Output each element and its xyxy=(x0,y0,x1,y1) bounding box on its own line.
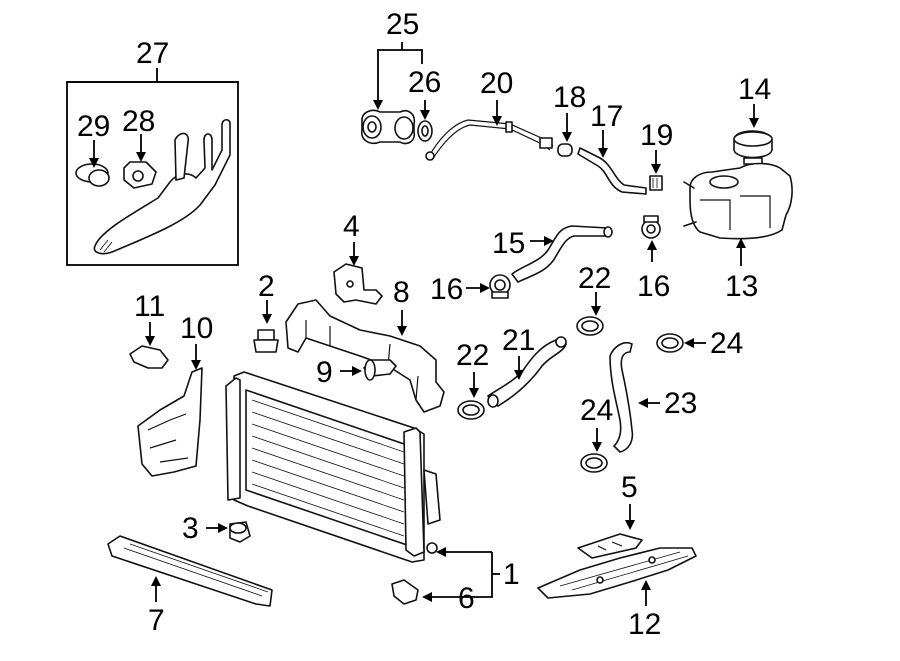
callout-2: 2 xyxy=(258,270,275,303)
part-18-clip xyxy=(557,143,573,157)
callout-8: 8 xyxy=(393,276,410,309)
part-1-radiator xyxy=(225,371,441,563)
callout-14: 14 xyxy=(738,73,771,106)
part-14-cap xyxy=(733,130,773,165)
callout-17: 17 xyxy=(590,100,623,133)
part-9-push-pin xyxy=(363,359,397,381)
callout-29: 29 xyxy=(77,110,110,143)
callout-11: 11 xyxy=(134,290,165,323)
part-21-hose xyxy=(487,336,567,408)
part-25-26-thermostat xyxy=(360,109,433,145)
part-22-clamp-a xyxy=(576,316,604,336)
part-28-outlet-pipe xyxy=(93,118,231,255)
callout-16b: 16 xyxy=(637,270,670,303)
callout-5: 5 xyxy=(621,471,638,504)
callout-21: 21 xyxy=(502,324,535,357)
part-13-reservoir xyxy=(683,162,793,240)
part-17-hose xyxy=(577,147,647,195)
callout-24a: 24 xyxy=(710,327,743,360)
part-16-clamp-b xyxy=(641,215,661,239)
part-20-bypass-pipe xyxy=(425,119,554,161)
callout-13: 13 xyxy=(725,270,758,303)
callout-28: 28 xyxy=(122,105,155,138)
callout-23: 23 xyxy=(664,387,697,420)
callout-9: 9 xyxy=(316,356,333,389)
part-24-clamp-a xyxy=(656,333,684,353)
part-10-deflector xyxy=(137,367,203,477)
callout-16a: 16 xyxy=(430,273,463,306)
callout-12: 12 xyxy=(628,608,661,641)
callout-7: 7 xyxy=(148,604,165,637)
part-6-sensor xyxy=(391,579,419,605)
part-7-lower-deflector xyxy=(107,535,273,607)
callout-22a: 22 xyxy=(578,262,611,295)
part-11-push-pin xyxy=(129,345,169,369)
part-29-plug xyxy=(75,163,110,187)
callout-4: 4 xyxy=(343,210,360,243)
part-8-baffle xyxy=(285,299,445,413)
callout-25: 25 xyxy=(386,8,419,41)
callout-20: 20 xyxy=(480,67,513,100)
callout-27: 27 xyxy=(136,37,169,70)
part-23-hose xyxy=(609,341,634,453)
part-22-clamp-b xyxy=(457,400,485,420)
callout-19: 19 xyxy=(640,119,673,152)
callout-6: 6 xyxy=(458,582,475,615)
part-4-bracket xyxy=(333,263,383,305)
inset-27: 27 29 28 xyxy=(66,37,239,266)
callout-3: 3 xyxy=(182,512,199,545)
part-16-clamp-a xyxy=(489,274,511,299)
callout-10: 10 xyxy=(180,312,213,345)
callout-18: 18 xyxy=(553,81,586,114)
part-5-bracket xyxy=(577,533,643,559)
callout-15: 15 xyxy=(492,227,525,260)
part-12-lower-shield xyxy=(537,547,697,599)
callout-22b: 22 xyxy=(456,339,489,372)
callout-1: 1 xyxy=(503,558,520,591)
part-3-bolt xyxy=(229,521,251,543)
part-19-clip xyxy=(649,175,663,191)
part-2-bolt xyxy=(253,329,279,353)
callout-24b: 24 xyxy=(580,394,613,427)
part-24-clamp-b xyxy=(580,453,608,473)
callout-26: 26 xyxy=(408,66,441,99)
part-15-hose xyxy=(511,225,613,283)
